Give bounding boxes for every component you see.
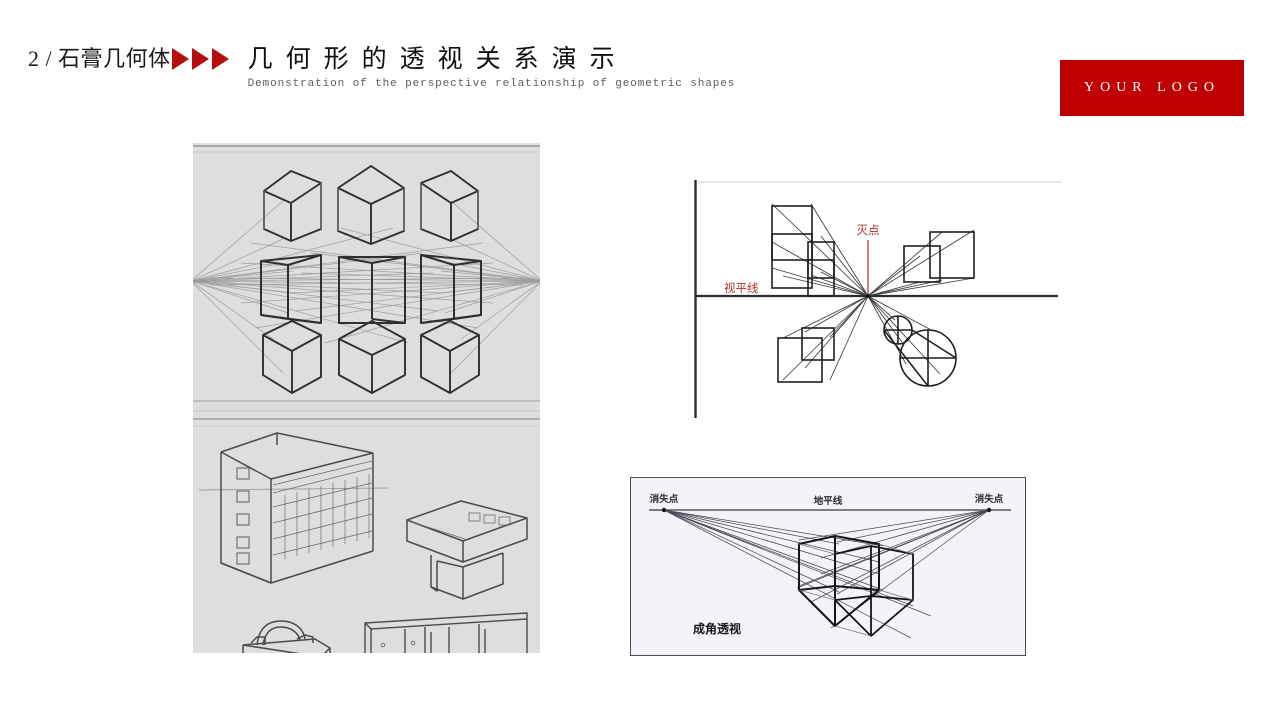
horizon-line-label: 地平线 [814, 495, 843, 507]
two-point-perspective-artwork: 消失点 地平线 消失点 成角透视 [631, 478, 1025, 655]
vanishing-point-left-label: 消失点 [650, 493, 679, 505]
page-subtitle: Demonstration of the perspective relatio… [247, 78, 736, 90]
two-point-perspective-diagram: 消失点 地平线 消失点 成角透视 [630, 477, 1026, 656]
triangle-right-icon [171, 48, 189, 70]
section-number: 2 [28, 46, 40, 71]
page-title: 几何形的透视关系演示 [247, 44, 628, 73]
triangle-right-icon [191, 48, 209, 70]
left-panel-artwork [193, 143, 540, 653]
title-block: 2 / 石膏几何体 几何形的透视关系演示 Demonstration of th… [28, 44, 735, 92]
vanishing-point-right-label: 消失点 [975, 493, 1004, 505]
section-separator: / [45, 46, 53, 71]
section-name: 石膏几何体 [58, 46, 171, 71]
triangle-arrows-group [171, 44, 232, 74]
logo-text: YOUR LOGO [1083, 80, 1221, 95]
logo-placeholder[interactable]: YOUR LOGO [1060, 60, 1244, 116]
title-text-group: 几何形的透视关系演示 Demonstration of the perspect… [248, 44, 736, 92]
section-kicker: 2 / 石膏几何体 [28, 44, 171, 74]
cube-perspective-grid-image [193, 143, 540, 653]
vanishing-point-label: 灭点 [857, 223, 880, 237]
slide-header: 2 / 石膏几何体 几何形的透视关系演示 Demonstration of th… [0, 0, 1280, 135]
perspective-caption: 成角透视 [693, 621, 741, 636]
one-point-perspective-artwork: 灭点 视平线 [690, 180, 1062, 420]
horizon-line-label: 视平线 [724, 281, 759, 295]
one-point-perspective-diagram: 灭点 视平线 [690, 180, 1062, 420]
triangle-right-icon [211, 48, 229, 70]
